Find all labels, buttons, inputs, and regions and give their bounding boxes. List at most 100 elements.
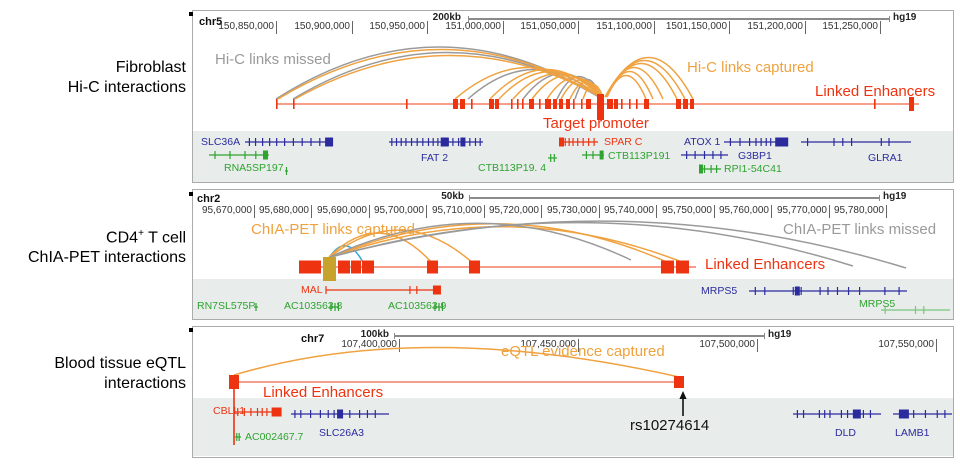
enhancer-block: [553, 99, 557, 109]
interaction-arc-orange: [512, 72, 602, 100]
panel-corner-mark: [189, 12, 193, 16]
ruler-tick: [578, 339, 579, 352]
ruler-tick: [805, 21, 806, 34]
graphics-layer: [209, 46, 919, 175]
ruler-tick: [829, 205, 830, 218]
annotation-hi-c-links-missed: Hi-C links missed: [215, 51, 331, 68]
gene-exon-block: [775, 137, 789, 147]
enhancer-block: [614, 99, 618, 109]
ruler-tick-label: 95,730,000: [546, 205, 597, 216]
ruler-tick-label: 107,550,000: [878, 339, 934, 350]
ruler-tick: [578, 21, 579, 34]
annotation-rs10274614: rs10274614: [630, 417, 710, 434]
enhancer-tick: [636, 99, 638, 109]
gene-label-ac002467-7: AC002467.7: [245, 431, 304, 443]
enhancer-tick: [629, 99, 631, 109]
gene-label-mrps5: MRPS5: [701, 285, 738, 297]
scale-bar-cap-left: [394, 333, 395, 339]
annotation-linked-enhancers: Linked Enhancers: [705, 256, 826, 273]
enhancer-tick: [874, 99, 876, 109]
annotation-chia-pet-links-captured: ChIA-PET links captured: [251, 221, 415, 238]
ruler-tick: [714, 205, 715, 218]
scale-bar: [468, 18, 889, 20]
scale-bar-cap-left: [468, 16, 469, 22]
ruler-tick-label: 95,670,000: [201, 205, 252, 216]
enhancer-tick: [471, 99, 473, 109]
gene-label-slc26a3: SLC26A3: [319, 427, 364, 439]
ruler-tick-label: 95,770,000: [776, 205, 827, 216]
scale-bar: [469, 197, 879, 199]
ruler-tick-label: 150,950,000: [369, 21, 425, 32]
ruler-tick-label: 95,680,000: [258, 205, 309, 216]
gene-label-rn7sl575p: RN7SL575P: [197, 300, 256, 312]
ruler-tick: [311, 205, 312, 218]
gene-label-g3bp1: G3BP1: [738, 150, 772, 162]
graphics-layer: [254, 220, 950, 314]
gene-exon-block: [559, 137, 564, 147]
ruler-tick-label: 95,700,000: [373, 205, 424, 216]
scale-bar: [394, 335, 764, 337]
ruler-tick: [771, 205, 772, 218]
gene-label-ac103563-9: AC103563.9: [388, 300, 447, 312]
ruler-tick: [654, 21, 655, 34]
enhancer-block: [338, 260, 350, 274]
scale-bar-cap-right: [879, 195, 880, 201]
ruler-tick: [757, 339, 758, 352]
gene-label-glra1: GLRA1: [868, 152, 903, 164]
gene-exon-block: [432, 285, 441, 295]
enhancer-tick: [517, 99, 519, 109]
ruler-tick-label: 151,250,000: [822, 21, 878, 32]
ruler-tick: [399, 339, 400, 352]
enhancer-block: [529, 99, 534, 109]
snp-arrow-head: [679, 391, 687, 399]
ruler-tick-label: 95,760,000: [718, 205, 769, 216]
ruler-tick: [484, 205, 485, 218]
interaction-arc-orange: [294, 54, 602, 100]
ruler-tick-label: 107,500,000: [699, 339, 755, 350]
enhancer-block: [495, 99, 499, 109]
scale-bar-cap-left: [469, 195, 470, 201]
ruler-tick-label: 150,850,000: [218, 21, 274, 32]
assembly-label: hg19: [893, 12, 917, 23]
enhancer-tick: [539, 99, 541, 109]
chromosome-label: chr2: [197, 193, 221, 205]
row-label-eqtl: Blood tissue eQTL interactions: [0, 354, 186, 394]
enhancer-block: [299, 260, 321, 274]
row-label-chiapet-line1: CD4+ T cell: [0, 224, 186, 248]
enhancer-block: [545, 99, 551, 109]
row-label-eqtl-line2: interactions: [104, 375, 186, 392]
cd4-text: CD4: [106, 229, 139, 247]
ruler-tick: [352, 21, 353, 34]
enhancer-block: [909, 97, 914, 111]
ruler-tick-label: 95,750,000: [661, 205, 712, 216]
enhancer-block: [427, 260, 438, 274]
gene-exon-block: [699, 164, 703, 174]
ruler-tick-label: 1501,150,000: [665, 21, 727, 32]
assembly-label: hg19: [768, 329, 792, 340]
gene-label-mal: MAL: [301, 284, 323, 296]
gene-track-background: [193, 398, 953, 456]
graphics-layer: [229, 346, 952, 445]
row-label-hic: Fibroblast Hi-C interactions: [0, 58, 186, 98]
ruler-tick: [729, 21, 730, 34]
ruler-tick: [880, 21, 881, 34]
interaction-arc-orange: [454, 66, 601, 100]
gene-label-ac103563-8: AC103563.8: [284, 300, 343, 312]
interaction-arc-orange: [582, 83, 604, 100]
enhancer-block: [460, 99, 465, 109]
ruler-tick-label: 151,100,000: [596, 21, 652, 32]
enhancer-block: [453, 99, 458, 109]
gene-exon-block: [460, 137, 466, 147]
ruler-tick: [276, 21, 277, 34]
panel-corner-mark: [189, 192, 193, 196]
scale-length-label: 200kb: [432, 12, 461, 23]
ruler-tick-label: 95,740,000: [603, 205, 654, 216]
enhancer-block: [489, 99, 494, 109]
ruler-tick-label: 95,690,000: [316, 205, 367, 216]
enhancer-tick: [511, 99, 513, 109]
enhancer-block: [676, 260, 689, 274]
scale-length-label: 100kb: [360, 329, 389, 340]
enhancer-tick: [276, 99, 278, 109]
